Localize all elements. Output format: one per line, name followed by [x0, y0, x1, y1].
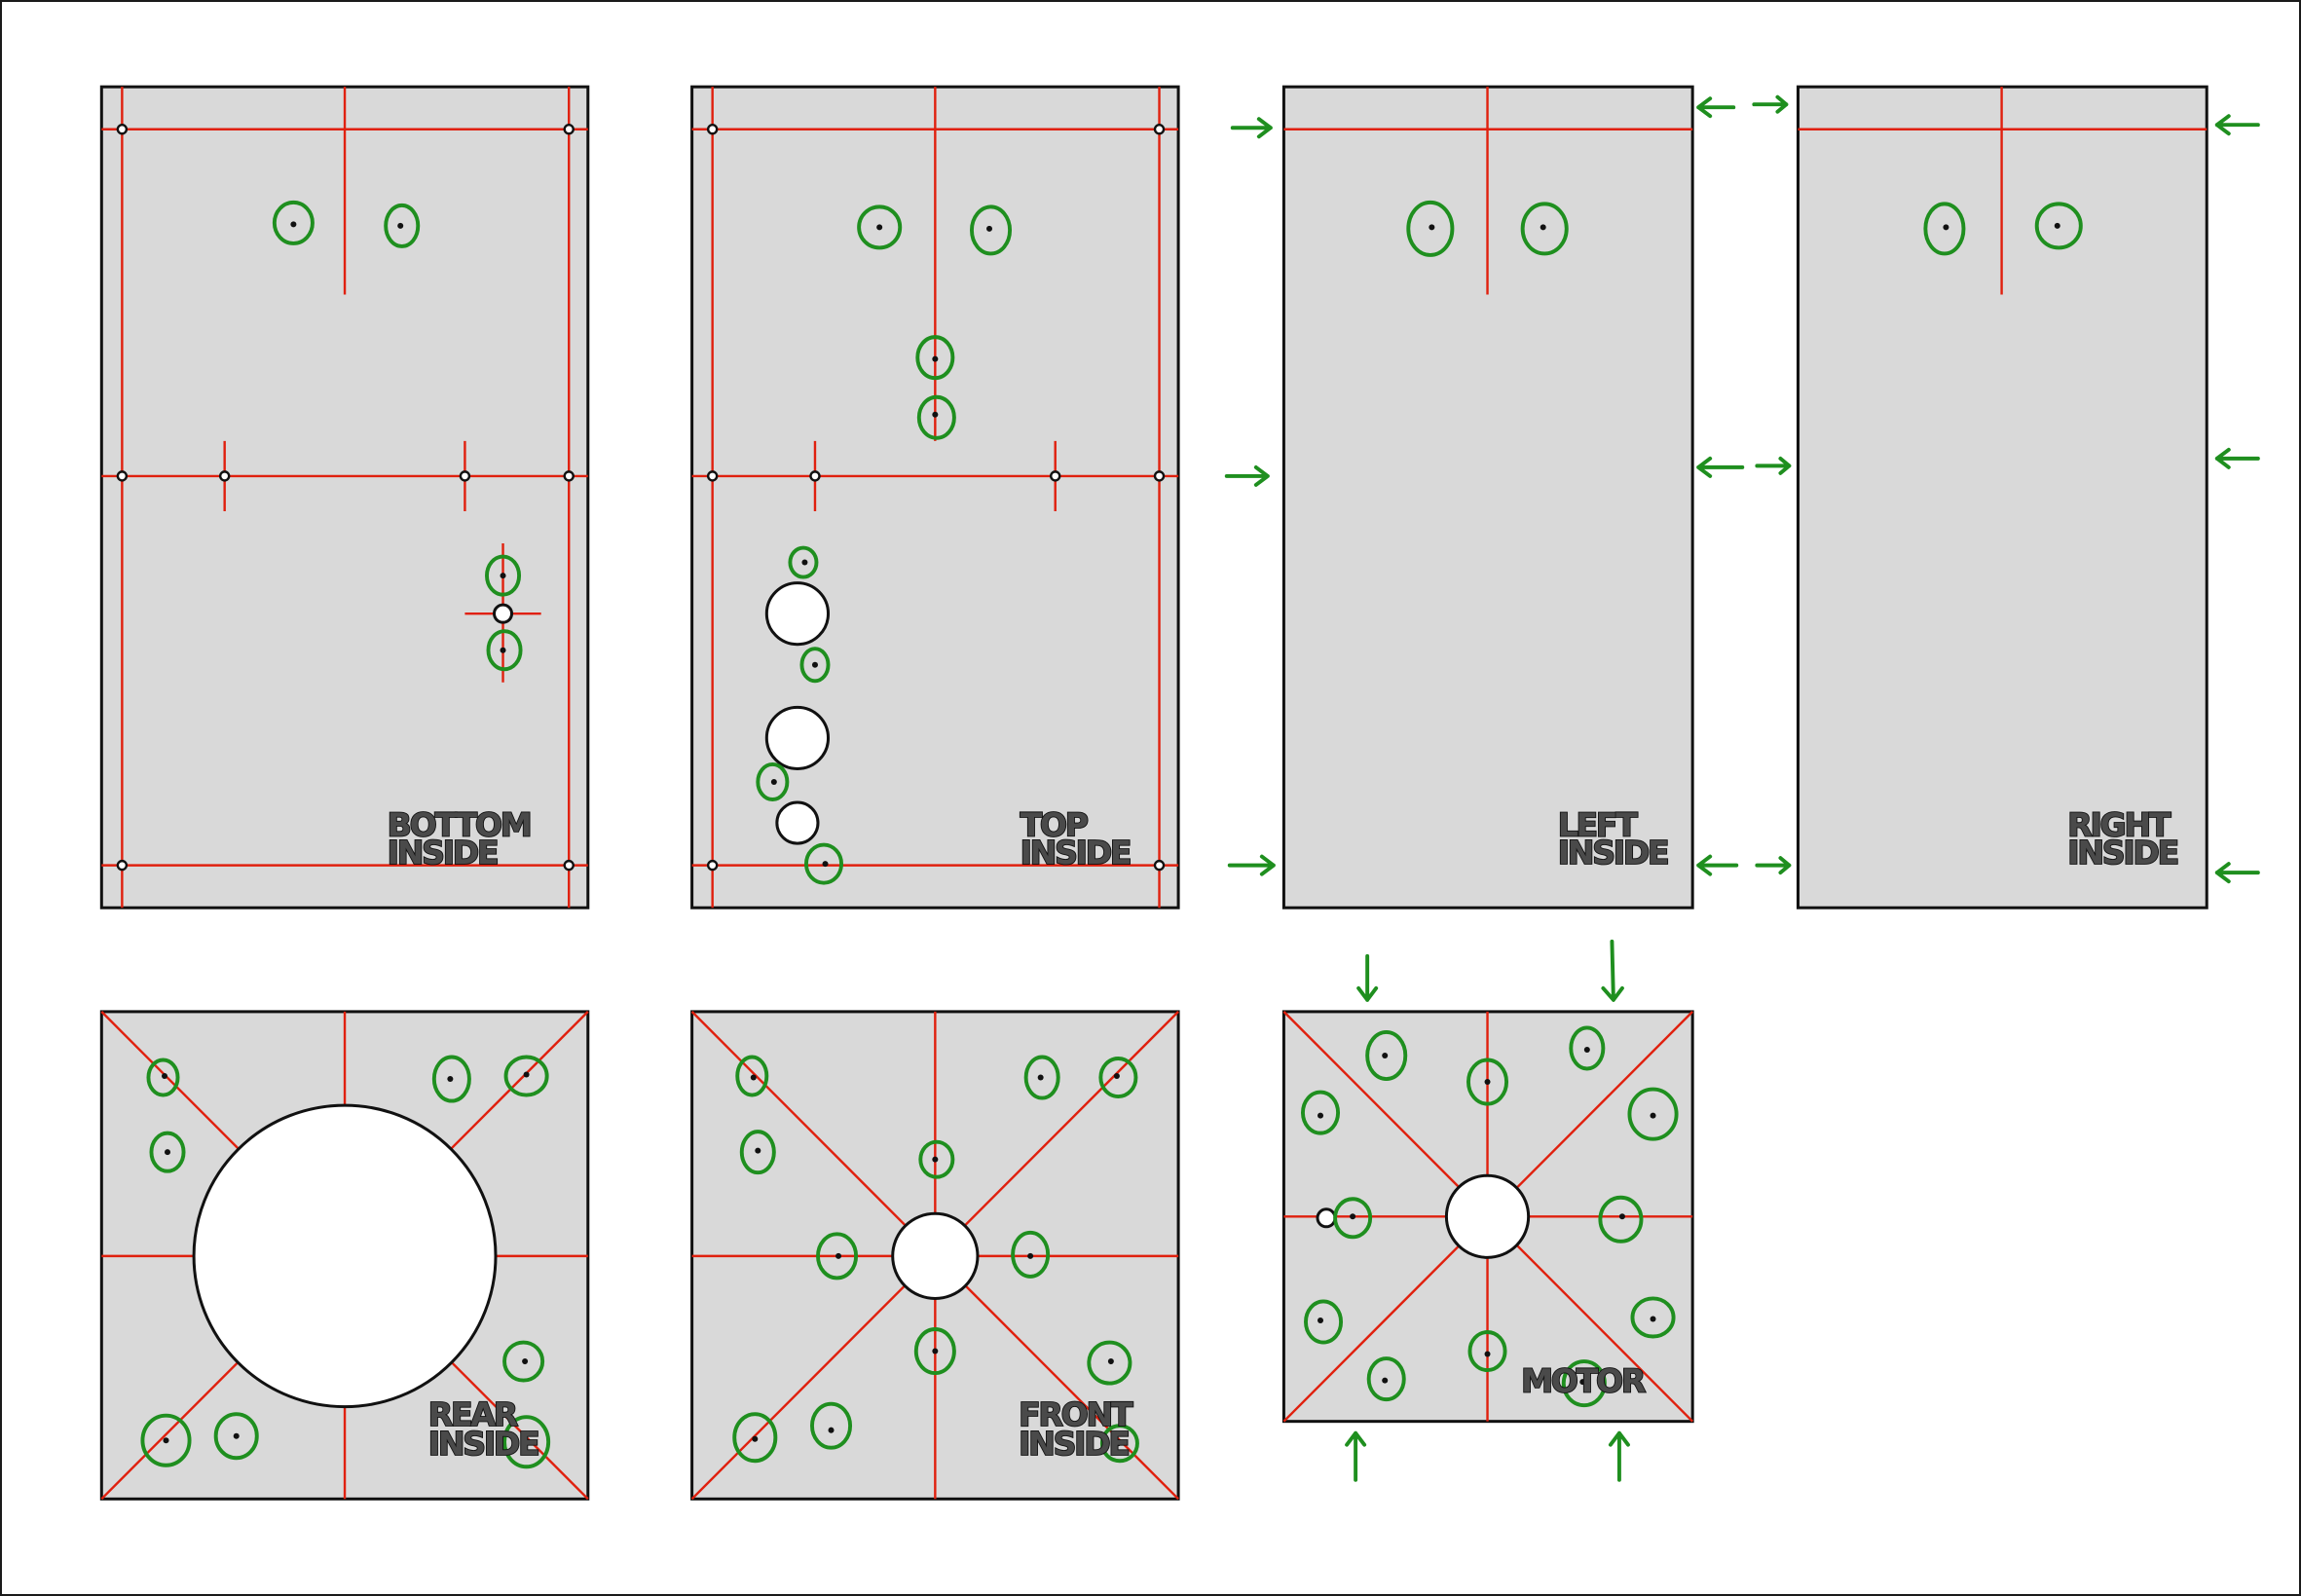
- arrow-left-icon: [2214, 114, 2260, 136]
- arrow-left-icon: [1696, 96, 1736, 119]
- arrow-up-icon: [1345, 1430, 1367, 1482]
- label-top-line2: INSIDE: [1021, 834, 1131, 872]
- label-bottom-line2: INSIDE: [388, 834, 498, 872]
- label-right-line1: RIGHT: [2067, 806, 2171, 844]
- panel-motor: MOTOR: [1281, 1010, 1694, 1424]
- label-motor: MOTOR: [1521, 1362, 1646, 1400]
- label-left-line2: INSIDE: [1558, 834, 1668, 872]
- label-right-line2: INSIDE: [2067, 834, 2177, 872]
- arrow-right-icon: [1224, 464, 1270, 487]
- arrow-left-icon: [1696, 456, 1745, 478]
- arrow-down-icon: [1356, 953, 1379, 1002]
- arrow-left-icon: [2214, 862, 2260, 884]
- panel-top-inside: TOP INSIDE: [690, 85, 1180, 909]
- arrow-right-icon: [1755, 856, 1792, 875]
- panel-left-inside: LEFT INSIDE: [1281, 85, 1694, 909]
- arrow-right-icon: [1755, 456, 1792, 475]
- label-rear-line1: REAR: [428, 1395, 518, 1433]
- arrows-motor-panel: [1345, 939, 1630, 1482]
- panel-right-inside: RIGHT INSIDE: [1796, 85, 2208, 909]
- label-rear-line2: INSIDE: [428, 1425, 538, 1463]
- arrow-left-icon: [1696, 854, 1739, 876]
- panel-bottom-inside: BOTTOM INSIDE: [99, 85, 590, 909]
- arrow-right-icon: [1752, 94, 1789, 114]
- arrow-left-icon: [2214, 447, 2260, 469]
- arrows-left-panel: [1224, 96, 1745, 876]
- panel-rear-inside: REAR INSIDE: [99, 1010, 590, 1501]
- label-top-line1: TOP: [1021, 806, 1088, 844]
- label-left-line1: LEFT: [1558, 806, 1639, 844]
- label-bottom-line1: BOTTOM: [388, 806, 531, 844]
- panel-front-inside: FRONT INSIDE: [690, 1010, 1180, 1501]
- label-front-line2: INSIDE: [1019, 1425, 1129, 1463]
- arrow-right-icon: [1230, 117, 1273, 139]
- arrows-right-panel: [1752, 94, 2260, 884]
- arrow-down-icon: [1601, 939, 1624, 1002]
- arrow-up-icon: [1608, 1430, 1630, 1482]
- arrow-right-icon: [1227, 854, 1276, 876]
- label-front-line1: FRONT: [1019, 1395, 1133, 1433]
